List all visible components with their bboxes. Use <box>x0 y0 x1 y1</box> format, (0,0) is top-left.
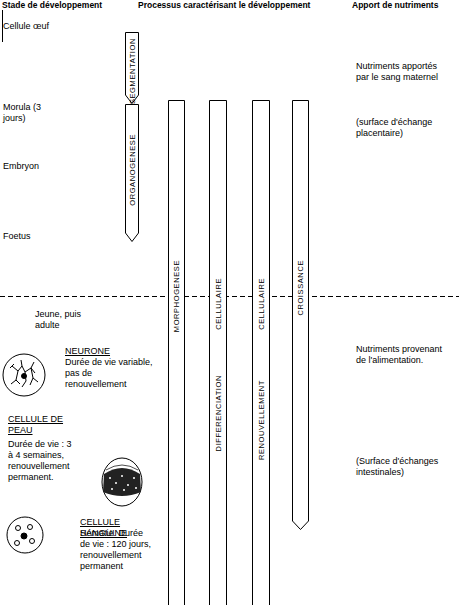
blood-cell-drawing <box>7 517 43 553</box>
process-bar: CROISSANCE <box>292 100 309 530</box>
process-bar: RENOUVELLEMENT CELLULAIRE <box>252 100 270 605</box>
process-name: SEGMENTATION <box>128 38 137 104</box>
frame-line <box>2 10 3 42</box>
process-name: CELLULAIRE <box>214 278 223 330</box>
column-header: Apport de nutriments <box>352 0 457 11</box>
bar-shape <box>253 101 270 605</box>
process-bar: MORPHOGENESE <box>168 100 185 605</box>
note-text: Durée de vie variable, pas de renouvelle… <box>65 357 153 390</box>
bar-shape <box>169 101 185 605</box>
column-header: Stade de développement <box>2 0 132 11</box>
column-header: Processus caractérisant le développement <box>138 0 348 11</box>
process-name: CROISSANCE <box>296 260 305 316</box>
process-name: MORPHOGENESE <box>172 260 181 332</box>
process-name: CELLULAIRE <box>257 278 266 330</box>
note-text: Foetus <box>3 231 63 242</box>
process-bar: ORGANOGENESE <box>125 104 139 242</box>
note-text: Durée de vie : 3 à 4 semaines, renouvell… <box>8 439 72 483</box>
neuron-drawing <box>3 354 45 396</box>
process-name: DIFFERENCIATION <box>214 375 223 451</box>
note-text: Nutriments apportés par le sang maternel <box>356 61 448 83</box>
process-name: RENOUVELLEMENT <box>257 380 266 460</box>
note-text: Morula (3 jours) <box>3 102 45 124</box>
note-text: Embryon <box>3 161 63 172</box>
bar-shape <box>293 101 309 530</box>
note-text: Hématie. Durée de vie : 120 jours, renou… <box>80 528 152 572</box>
note-text: Jeune, puis adulte <box>35 309 93 331</box>
bar-outline <box>209 100 227 605</box>
note-text: (surface d'échange placentaire) <box>356 117 448 139</box>
process-bar: DIFFERENCIATION CELLULAIRE <box>209 100 227 605</box>
bar-shape <box>126 33 139 104</box>
bar-outline <box>252 100 270 605</box>
note-text: Cellule œuf <box>3 21 73 32</box>
cell-title: CELLULE DE PEAU <box>8 414 70 436</box>
note-text: Nutriments provenant de l'alimentation. <box>356 344 448 366</box>
bar-outline <box>168 100 185 605</box>
note-text: (Surface d'échanges intestinales) <box>356 456 448 478</box>
skin-cell-drawing <box>102 458 142 506</box>
cell-title: NEURONE <box>65 346 145 357</box>
bar-shape <box>126 105 139 242</box>
birth-divider <box>0 296 459 297</box>
process-bar: SEGMENTATION <box>125 32 139 104</box>
bar-shape <box>210 101 227 605</box>
process-name: ORGANOGENESE <box>128 134 137 206</box>
